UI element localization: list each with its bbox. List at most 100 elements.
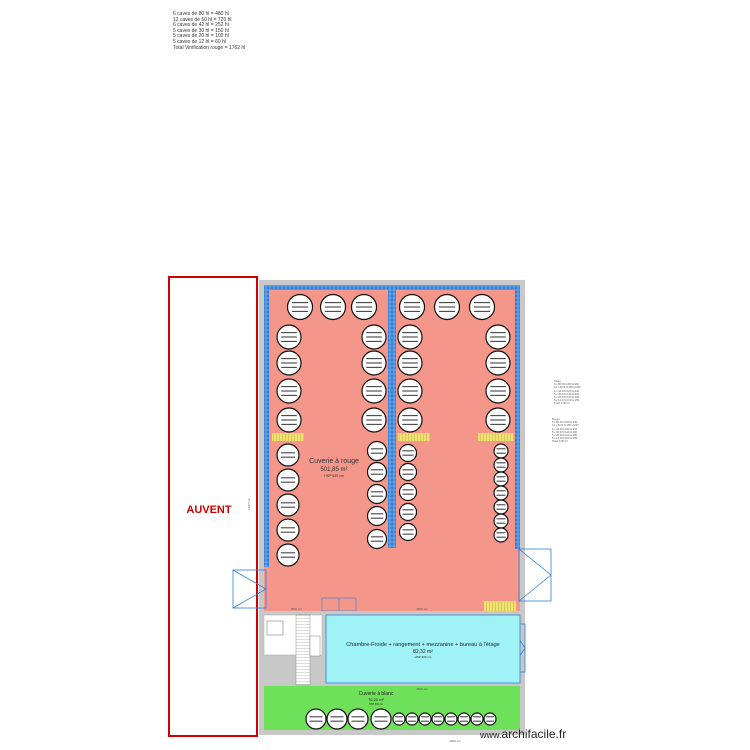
tank-42hl [276, 543, 300, 567]
stairs-bottom-right [484, 601, 516, 613]
tank-blanc-small [431, 712, 445, 726]
legend-line: 12 x 60 hl D:180 H:230 [552, 424, 579, 428]
tank-label-mark [490, 386, 506, 388]
tank-label-mark [496, 448, 506, 450]
cuverie-blanc-area: 76,20 m² [368, 697, 384, 702]
tank-label-mark [496, 494, 506, 496]
hatch-left [264, 285, 269, 567]
tank-label-mark [374, 716, 388, 718]
tank-label-mark [366, 394, 382, 396]
tank-blanc-small [405, 712, 419, 726]
tank-label-mark [408, 716, 416, 718]
tank-summary-notes: 6 caves de 80 hl = 480 hl 12 caves de 60… [173, 11, 245, 51]
tank-label-mark [403, 306, 421, 308]
legend-line: 5 x 12 hl D:100 H:150 [552, 437, 578, 441]
legend-line: 6 x 42 hl D:160 H:210 [554, 389, 580, 393]
tank-label-mark [324, 302, 342, 304]
tank-label-mark [280, 556, 296, 558]
tank-20hl [398, 443, 418, 463]
tank-label-mark [402, 489, 414, 491]
hatch-right [515, 285, 520, 549]
hatch-top [264, 285, 520, 290]
tank-label-mark [402, 450, 414, 452]
tank-label-mark [421, 716, 429, 718]
chambre-froide-area: 82,32 m² [413, 649, 433, 655]
tank-label-mark [281, 423, 297, 425]
tank-20hl [398, 462, 418, 482]
tank-label-mark [395, 720, 403, 722]
tank-label-mark [281, 362, 297, 364]
stairs-middle [398, 433, 430, 441]
tanks-blanc [305, 708, 497, 730]
tank-label-mark [281, 336, 297, 338]
tank-label-mark [366, 386, 382, 388]
tank-label-mark [496, 466, 506, 468]
tank-label-mark [280, 481, 296, 483]
tank-label-mark [280, 506, 296, 508]
chambre-froide-name: Chambre-Froide + rangement + mezzanine +… [346, 642, 500, 648]
hatch-column-1 [388, 290, 393, 548]
tank-blanc-small [470, 712, 484, 726]
tank-label-mark [395, 716, 403, 718]
stairs-right [478, 433, 514, 441]
tank-label-mark [473, 716, 481, 718]
tank-label-mark [366, 419, 382, 421]
tank-label-mark [402, 394, 418, 396]
tank-label-mark [281, 332, 297, 334]
tank-12hl [493, 485, 509, 501]
technical-small-room [266, 620, 284, 636]
tank-label-mark [473, 310, 491, 312]
tank-label-mark [496, 476, 506, 478]
tanks-top-row [286, 293, 496, 321]
note-line: 12 caves de 60 hl = 720 hl [173, 16, 232, 23]
tank-label-mark [370, 495, 384, 497]
legend-line: 5 x 12 hl D:100 H:150 [554, 399, 580, 403]
tank-label-mark [402, 419, 418, 421]
legend-line: 6 x 42 hl D:160 H:210 [552, 427, 578, 431]
tank-30hl [366, 505, 388, 527]
tank-label-mark [496, 522, 506, 524]
tank-label-mark [403, 302, 421, 304]
tank-label-mark [281, 366, 297, 368]
tank-label-mark [402, 423, 418, 425]
tank-blanc [347, 708, 369, 730]
tank-label-mark [370, 536, 384, 538]
tank-blanc [326, 708, 348, 730]
tank-label-mark [447, 720, 455, 722]
tank-blanc [370, 708, 392, 730]
tank-label-mark [281, 419, 297, 421]
door-right [518, 548, 552, 602]
tank-label-mark [374, 720, 388, 722]
cuverie-blanc-hsp: HSP 300 cm [369, 703, 383, 706]
tank-label-mark [324, 310, 342, 312]
dim-bottom-width: 1900 cm [449, 739, 461, 743]
legend-line: Total: 1762 hl [552, 440, 568, 444]
interior-wall [264, 611, 520, 615]
tank-label-mark [291, 310, 309, 312]
auvent-area [168, 276, 258, 737]
tank-label-mark [291, 302, 309, 304]
tank-label-mark [496, 480, 506, 482]
tank-label-mark [402, 533, 414, 535]
tank-20hl [398, 502, 418, 522]
note-line: 6 caves de 80 hl = 480 hl [173, 11, 229, 17]
tank-label-mark [280, 452, 296, 454]
tank-label-mark [280, 531, 296, 533]
tank-label-mark [402, 362, 418, 364]
tank-label-mark [366, 336, 382, 338]
tank-label-mark [490, 362, 506, 364]
tank-12hl [493, 457, 509, 473]
brand-prefix: www. [480, 730, 502, 740]
stairs-left [272, 433, 304, 441]
tank-label-mark [291, 306, 309, 308]
archifacile-watermark: www.archifacile.fr [480, 727, 566, 741]
cuverie-rouge-area: 501,85 m² [320, 467, 347, 473]
tank-label-mark [366, 423, 382, 425]
tank-label-mark [438, 306, 456, 308]
tank-label-mark [402, 469, 414, 471]
tank-label-mark [496, 504, 506, 506]
tank-label-mark [490, 358, 506, 360]
door-left [232, 569, 267, 609]
tank-30hl [366, 528, 388, 550]
tank-label-mark [324, 306, 342, 308]
